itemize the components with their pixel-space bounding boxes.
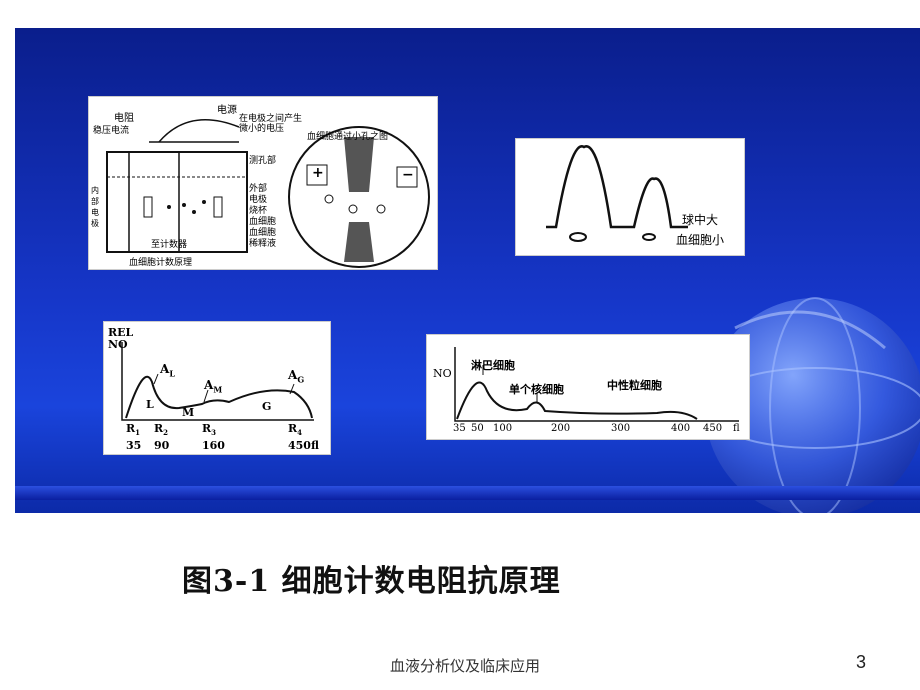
x-tick: fl	[733, 423, 740, 434]
label-voltage-note-1: 在电极之间产生	[239, 114, 303, 124]
apparatus-figure: 电阻 电源 在电极之间产生 微小的电压 稳压电流 血细胞通过小孔之图 测孔部 内…	[88, 96, 438, 270]
neutrophil-label: 中性粒细胞	[607, 379, 662, 392]
x-tick: 400	[671, 423, 691, 434]
lymphocyte-label: 淋巴细胞	[471, 359, 515, 372]
label-small-cell: 血细胞小	[676, 233, 725, 247]
x-tick: 100	[493, 423, 513, 434]
figure-caption: 图3-1 细胞计数电阻抗原理	[182, 564, 561, 599]
y-axis-label: NO	[433, 367, 452, 380]
plus-sign-icon: +	[312, 165, 324, 181]
minus-sign-icon: −	[402, 167, 414, 183]
label-outer-part: 外部	[249, 184, 268, 194]
label-aperture-part: 测孔部	[249, 156, 277, 166]
label-electrode: 电极	[249, 195, 268, 205]
x-tick: 35	[453, 423, 466, 434]
label-voltage-note-2: 微小的电压	[239, 124, 285, 134]
bottom-stripe	[15, 486, 920, 500]
peak-G-label: AG	[288, 368, 305, 385]
x-tick: 450	[703, 423, 723, 434]
region-L-label: L	[146, 398, 154, 411]
label-large-cell: 球中大	[682, 213, 719, 227]
x-tick: 300	[611, 423, 631, 434]
monocyte-label: 单个核细胞	[509, 383, 564, 396]
y-axis-label-1: REL	[108, 326, 134, 339]
label-to-counter: 至计数器	[151, 240, 188, 250]
label-diluent-2: 稀释液	[249, 239, 277, 249]
label-inner-electrode: 内部电极	[91, 186, 99, 228]
label-blood-cell: 血细胞	[249, 217, 277, 227]
label-aperture-title: 血细胞通过小孔之图	[307, 132, 389, 142]
label-constant-current: 稳压电流	[93, 126, 130, 136]
page-number: 3	[856, 652, 867, 672]
label-resistor: 电阻	[114, 113, 134, 124]
label-power: 电源	[217, 105, 237, 116]
globe-decoration	[704, 297, 920, 513]
label-bottom-caption: 血细胞计数原理	[129, 258, 193, 268]
y-axis-label-2: NO	[108, 338, 128, 351]
region-M-label: M	[182, 406, 195, 419]
wbc-histogram-figure: NO 淋巴细胞 单个核细胞 中性粒细胞 35 50 100 200 300 40…	[426, 334, 750, 440]
peak-M-label: AM	[204, 378, 223, 395]
label-beaker: 烧杯	[249, 206, 268, 216]
label-diluent-1: 血细胞	[249, 228, 277, 238]
peak-L-label: AL	[160, 362, 175, 379]
x-tick: 200	[551, 423, 571, 434]
x-tick: 50	[471, 423, 484, 434]
footer-title: 血液分析仪及临床应用	[390, 657, 541, 675]
region-G-label: G	[262, 400, 272, 413]
pulse-figure: 球中大 血细胞小	[515, 138, 745, 256]
